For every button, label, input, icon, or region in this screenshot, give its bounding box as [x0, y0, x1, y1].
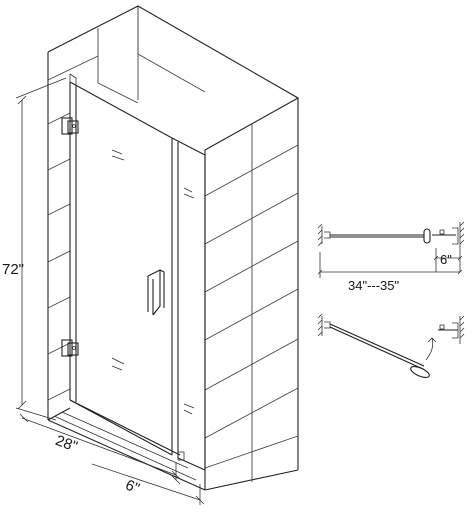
door-handle — [147, 269, 165, 316]
top-hinge — [61, 117, 79, 135]
return-label: 6" — [123, 477, 142, 498]
height-label: 72" — [2, 261, 24, 278]
return-dimension — [91, 462, 205, 505]
fixed-panel — [171, 137, 206, 471]
width-label: 28" — [53, 432, 80, 456]
side-offset-dimension — [433, 248, 463, 272]
plan-view-open — [317, 313, 465, 379]
bottom-hinge — [61, 339, 79, 357]
plan-view-closed — [317, 221, 465, 248]
opening-dimension — [317, 252, 463, 278]
glass-door — [69, 73, 173, 456]
height-dimension — [15, 77, 67, 421]
side-wall — [204, 97, 299, 491]
opening-label: 34"---35" — [348, 278, 400, 293]
side-offset-label: 6" — [440, 252, 452, 267]
back-wall — [47, 5, 299, 470]
